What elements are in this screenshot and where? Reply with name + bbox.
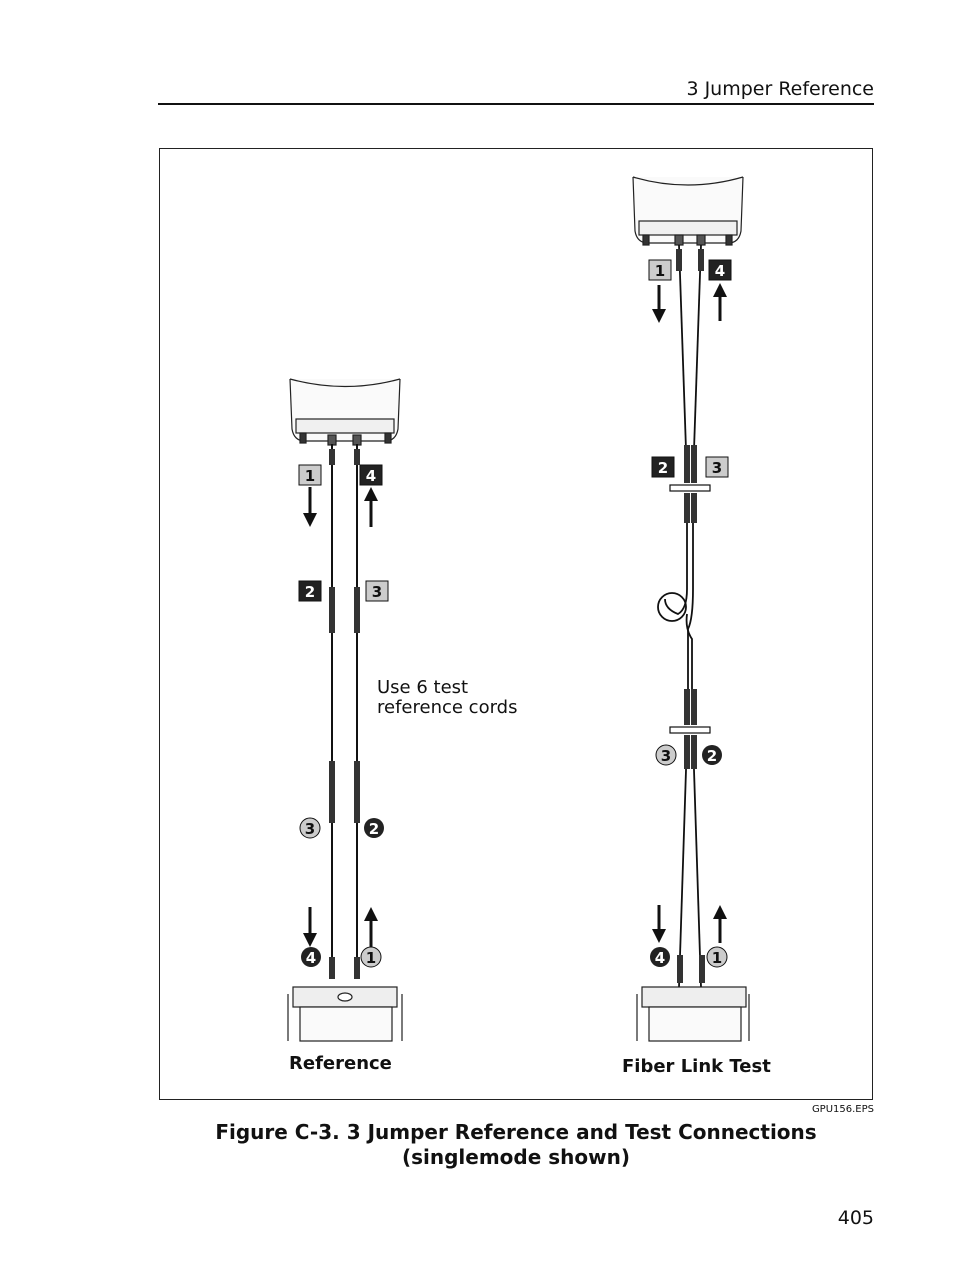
ref-step-4c-text: 4 — [306, 949, 316, 967]
link-cables — [657, 244, 702, 988]
note-line-1: Use 6 test — [377, 677, 469, 698]
figure-caption: Figure C-3. 3 Jumper Reference and Test … — [0, 1120, 954, 1170]
main-unit-left — [287, 986, 403, 1042]
link-step-4-circle: 4 — [650, 947, 670, 967]
link-step-4-text: 4 — [715, 262, 725, 280]
link-step-3-text: 3 — [712, 459, 722, 477]
link-step-2-text: 2 — [658, 459, 668, 477]
figure-note: Use 6 test reference cords — [377, 678, 517, 718]
ref-step-3c-text: 3 — [305, 820, 315, 838]
label-fiber-link-test: Fiber Link Test — [622, 1056, 771, 1077]
ref-step-2-text: 2 — [305, 583, 315, 601]
ref-step-3-square: 3 — [365, 580, 389, 602]
ref-step-2c-text: 2 — [369, 820, 379, 838]
running-header: 3 Jumper Reference — [686, 78, 874, 100]
main-unit-right — [636, 986, 750, 1042]
link-step-2-circle: 2 — [702, 745, 722, 765]
link-step-2c-text: 2 — [707, 747, 717, 765]
page-number: 405 — [837, 1207, 874, 1229]
ref-step-4-square: 4 — [359, 464, 383, 486]
link-step-1-circle: 1 — [706, 946, 728, 968]
connection-diagram: 1 4 2 3 1 4 2 — [287, 176, 750, 1042]
caption-line-1: Figure C-3. 3 Jumper Reference and Test … — [215, 1120, 817, 1144]
ref-step-4-circle: 4 — [301, 947, 321, 967]
ref-step-1-square: 1 — [298, 464, 322, 486]
ref-step-2-square: 2 — [298, 580, 322, 602]
caption-line-2: (singlemode shown) — [401, 1145, 631, 1169]
ref-step-1c-text: 1 — [366, 949, 376, 967]
remote-unit-left — [289, 378, 401, 446]
link-arrows — [652, 283, 727, 943]
link-step-3-square: 3 — [705, 456, 729, 478]
ref-step-3-text: 3 — [372, 583, 382, 601]
figure-frame: 1 4 2 3 1 4 2 — [159, 148, 873, 1100]
ref-step-1-circle: 1 — [360, 946, 382, 968]
link-step-2-square: 2 — [651, 456, 675, 478]
ref-step-1-text: 1 — [305, 467, 315, 485]
label-reference: Reference — [289, 1053, 392, 1074]
link-step-3-circle: 3 — [655, 744, 677, 766]
note-line-2: reference cords — [377, 697, 518, 718]
figure-file-id: GPU156.EPS — [811, 1104, 874, 1115]
link-step-1c-text: 1 — [712, 949, 722, 967]
ref-step-2-circle: 2 — [364, 818, 384, 838]
link-step-4-square: 4 — [708, 259, 732, 281]
ref-step-3-circle: 3 — [299, 817, 321, 839]
link-step-4c-text: 4 — [655, 949, 665, 967]
link-step-1-text: 1 — [655, 262, 665, 280]
header-rule — [158, 103, 874, 105]
ref-cables — [331, 444, 358, 979]
link-step-3c-text: 3 — [661, 747, 671, 765]
ref-arrows — [303, 487, 378, 947]
remote-unit-right — [632, 176, 744, 246]
ref-step-4-text: 4 — [366, 467, 376, 485]
bulkhead-adapters — [669, 484, 711, 734]
link-step-1-square: 1 — [648, 259, 672, 281]
